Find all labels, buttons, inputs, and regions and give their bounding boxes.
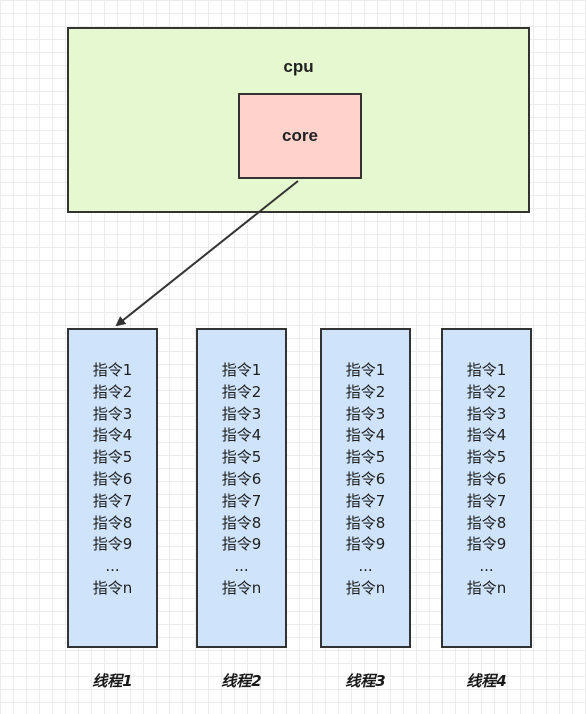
instruction-item: 指令1 <box>466 361 507 379</box>
instruction-ellipsis: ... <box>479 557 494 576</box>
instruction-item: 指令4 <box>92 426 133 445</box>
instruction-item: 指令7 <box>345 491 386 510</box>
instruction-item: 指令3 <box>221 404 262 423</box>
instruction-item: 指令5 <box>92 448 133 467</box>
core-label: core <box>282 126 318 145</box>
instruction-item: 指令9 <box>345 535 386 554</box>
instruction-list: 指令1 指令2 指令3 指令4 指令5 指令6 指令7 指令8 指令9 ... … <box>443 360 530 600</box>
instruction-item: 指令8 <box>92 513 133 532</box>
instruction-item: 指令6 <box>345 469 386 488</box>
cpu-label: cpu <box>283 57 314 76</box>
thread-box-3: 指令1 指令2 指令3 指令4 指令5 指令6 指令7 指令8 指令9 ... … <box>320 328 411 648</box>
instruction-item: 指令n <box>221 578 262 597</box>
instruction-item: 指令2 <box>92 382 133 401</box>
instruction-item: 指令2 <box>221 382 262 401</box>
instruction-item: 指令4 <box>466 426 507 445</box>
instruction-item: 指令1 <box>345 361 386 379</box>
instruction-item: 指令9 <box>221 535 262 554</box>
instruction-ellipsis: ... <box>234 557 249 576</box>
instruction-item: 指令1 <box>221 361 262 379</box>
thread-label-1: 线程1 <box>92 672 133 690</box>
thread-box-2: 指令1 指令2 指令3 指令4 指令5 指令6 指令7 指令8 指令9 ... … <box>196 328 287 648</box>
thread-box-4: 指令1 指令2 指令3 指令4 指令5 指令6 指令7 指令8 指令9 ... … <box>441 328 532 648</box>
thread-label-3: 线程3 <box>345 672 386 690</box>
instruction-item: 指令4 <box>221 426 262 445</box>
instruction-item: 指令8 <box>466 513 507 532</box>
instruction-item: 指令5 <box>345 448 386 467</box>
instruction-item: 指令n <box>466 578 507 597</box>
instruction-item: 指令7 <box>221 491 262 510</box>
instruction-item: 指令8 <box>221 513 262 532</box>
instruction-list: 指令1 指令2 指令3 指令4 指令5 指令6 指令7 指令8 指令9 ... … <box>69 360 156 600</box>
instruction-item: 指令6 <box>221 469 262 488</box>
thread-label-2: 线程2 <box>221 672 262 690</box>
instruction-item: 指令n <box>345 578 386 597</box>
instruction-item: 指令7 <box>92 491 133 510</box>
instruction-item: 指令5 <box>466 448 507 467</box>
instruction-item: 指令2 <box>345 382 386 401</box>
instruction-item: 指令9 <box>466 535 507 554</box>
instruction-ellipsis: ... <box>358 557 373 576</box>
instruction-item: 指令3 <box>92 404 133 423</box>
instruction-item: 指令4 <box>345 426 386 445</box>
instruction-item: 指令n <box>92 578 133 597</box>
instruction-item: 指令7 <box>466 491 507 510</box>
instruction-item: 指令5 <box>221 448 262 467</box>
instruction-item: 指令8 <box>345 513 386 532</box>
instruction-item: 指令1 <box>92 361 133 379</box>
instruction-item: 指令3 <box>466 404 507 423</box>
core-box: core <box>238 93 362 179</box>
instruction-ellipsis: ... <box>105 557 120 576</box>
instruction-list: 指令1 指令2 指令3 指令4 指令5 指令6 指令7 指令8 指令9 ... … <box>198 360 285 600</box>
instruction-item: 指令2 <box>466 382 507 401</box>
instruction-list: 指令1 指令2 指令3 指令4 指令5 指令6 指令7 指令8 指令9 ... … <box>322 360 409 600</box>
thread-label-4: 线程4 <box>466 672 507 690</box>
instruction-item: 指令6 <box>92 469 133 488</box>
thread-box-1: 指令1 指令2 指令3 指令4 指令5 指令6 指令7 指令8 指令9 ... … <box>67 328 158 648</box>
instruction-item: 指令6 <box>466 469 507 488</box>
instruction-item: 指令3 <box>345 404 386 423</box>
instruction-item: 指令9 <box>92 535 133 554</box>
